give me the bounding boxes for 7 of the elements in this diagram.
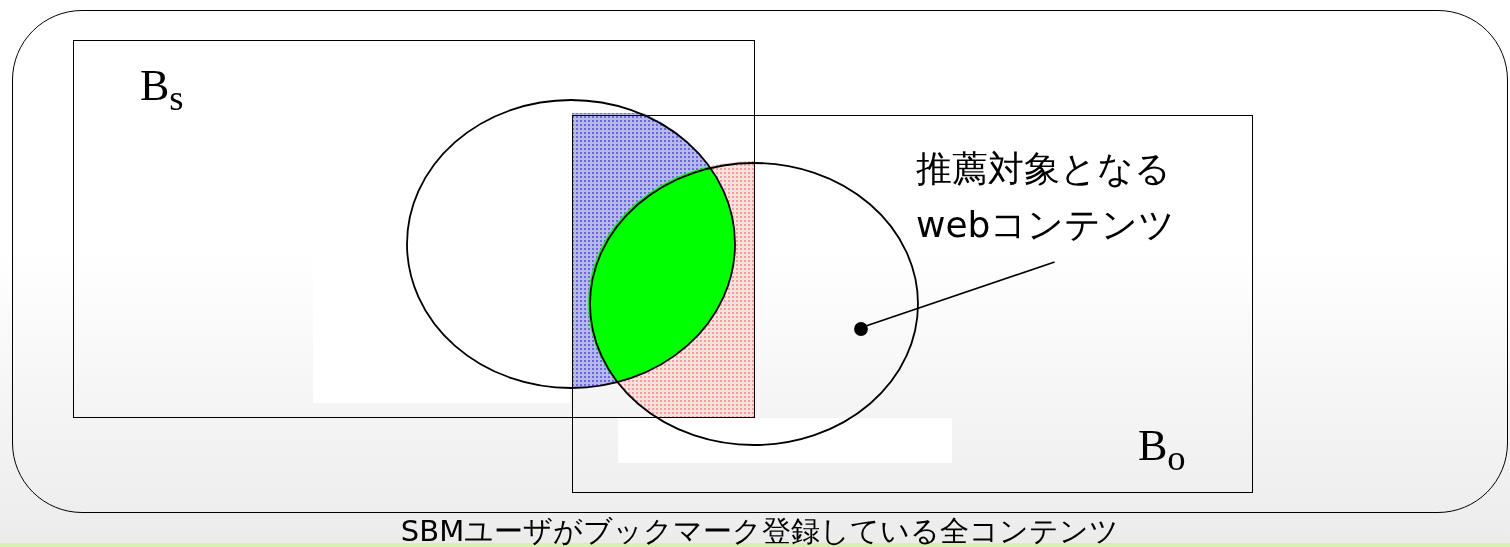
set-rectangle [572,115,1253,493]
leader-line [865,261,1056,327]
region-label: SBMユーザがブックマーク登録している全コンテンツ [400,515,1120,547]
set-rectangle [73,40,755,418]
set-label: B$_{s}$ [140,61,184,120]
set-label: B$_{o}$ [1138,421,1186,480]
callout-text: 推薦対象となるwebコンテンツ [916,147,1177,247]
